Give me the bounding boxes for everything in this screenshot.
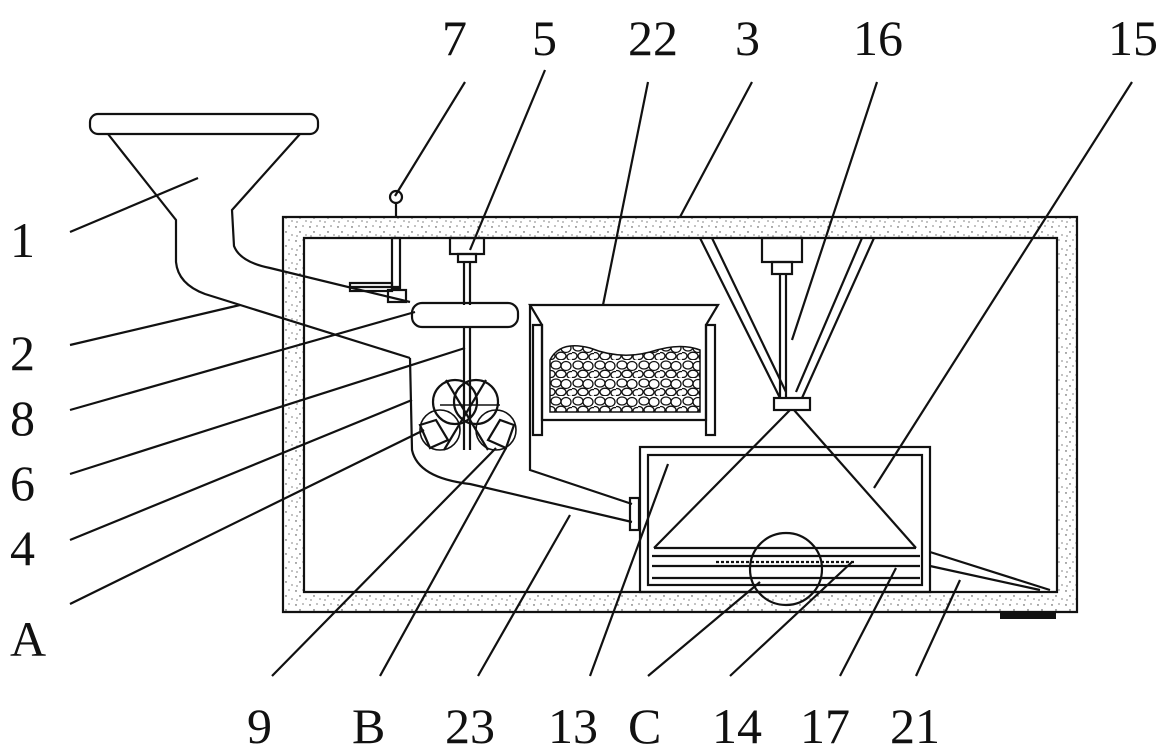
lower-tank — [638, 409, 1051, 607]
crushing-rollers — [418, 378, 517, 451]
label-4: 4 — [10, 520, 35, 576]
leader-lines — [69, 69, 1133, 677]
label-17: 17 — [800, 698, 850, 754]
label-22: 22 — [628, 10, 678, 66]
label-13: 13 — [548, 698, 598, 754]
label-23: 23 — [445, 698, 495, 754]
upper-funnel — [699, 236, 876, 412]
label-C: C — [628, 698, 661, 754]
label-1: 1 — [10, 212, 35, 268]
label-2: 2 — [10, 325, 35, 381]
crushing-chamber — [408, 305, 641, 532]
label-A: A — [10, 611, 46, 667]
label-9: 9 — [247, 698, 272, 754]
label-5: 5 — [532, 10, 557, 66]
label-3: 3 — [735, 10, 760, 66]
label-16: 16 — [853, 10, 903, 66]
valve — [348, 189, 408, 304]
label-14: 14 — [712, 698, 762, 754]
label-B: B — [352, 698, 385, 754]
motor — [410, 236, 520, 450]
stone-box — [528, 303, 720, 437]
label-7: 7 — [442, 10, 467, 66]
feed-hopper — [88, 112, 411, 360]
label-15: 15 — [1108, 10, 1158, 66]
label-6: 6 — [10, 455, 35, 511]
housing — [281, 215, 1079, 619]
label-8: 8 — [10, 390, 35, 446]
label-21: 21 — [890, 698, 940, 754]
